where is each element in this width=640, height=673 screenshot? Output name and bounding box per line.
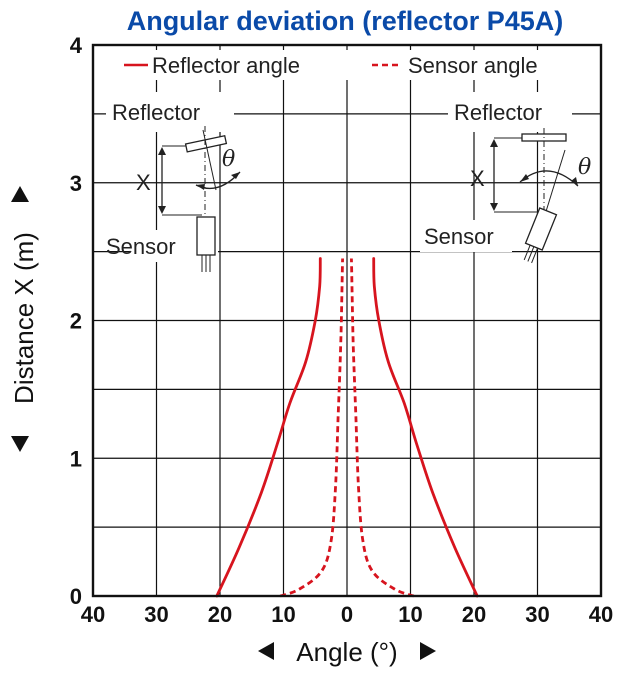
left-sensor-label: Sensor [106,234,176,259]
x-tick-label: 0 [341,602,353,627]
x-tick-label: 40 [589,602,613,627]
right-theta-label: θ [578,155,591,180]
legend: Reflector angle Sensor angle [118,50,582,80]
x-axis-right-arrow-icon [420,642,436,660]
data-curves [215,257,479,598]
legend-label-reflector-angle: Reflector angle [152,53,300,78]
y-tick-label: 1 [70,446,82,471]
x-tick-label: 10 [271,602,295,627]
y-axis-label-group: Distance X (m) [9,186,39,452]
x-axis-label: Angle (°) [296,637,397,667]
y-tick-label: 4 [70,33,83,58]
inset-diagram-reflector-tilt: Reflector θ X Sensor [106,92,241,272]
x-tick-label: 40 [81,602,105,627]
y-tick-label: 3 [70,171,82,196]
right-distance-label: X [470,166,485,191]
right-angle-arc [519,170,579,187]
x-tick-label: 20 [208,602,232,627]
plot-frame [91,43,603,598]
reflector-label: Reflector [112,100,200,125]
right-sensor-body [523,207,558,264]
left-distance-label: X [136,170,151,195]
x-tick-label: 20 [462,602,486,627]
x-tick-labels: 40 30 20 10 0 10 20 30 40 [81,602,613,627]
x-tick-label: 10 [398,602,422,627]
y-axis-up-arrow-icon [11,186,29,202]
y-tick-labels: 0 1 2 3 4 [70,33,83,609]
sensor-angle-curve-left [279,258,344,598]
sensor-angle-curve-right [350,258,415,598]
x-tick-label: 30 [525,602,549,627]
left-sensor-body [196,216,216,256]
left-theta-label: θ [222,147,235,172]
y-axis-down-arrow-icon [11,436,29,452]
y-tick-label: 2 [70,309,82,334]
left-tilt-line [202,129,217,191]
right-tilt-line [543,149,566,219]
reflector-label: Reflector [454,100,542,125]
legend-label-sensor-angle: Sensor angle [408,53,538,78]
inset-diagram-sensor-tilt: Reflector θ X Sensor [420,92,591,264]
chart-title: Angular deviation (reflector P45A) [127,6,564,36]
reflector-angle-curve-right [372,257,479,598]
y-tick-label: 0 [70,584,82,609]
reflector-angle-curve-left [215,257,322,598]
x-axis-left-arrow-icon [258,642,274,660]
x-axis-label-group: Angle (°) [258,637,436,667]
y-axis-label: Distance X (m) [9,232,39,404]
right-sensor-label: Sensor [424,224,494,249]
x-tick-label: 30 [144,602,168,627]
